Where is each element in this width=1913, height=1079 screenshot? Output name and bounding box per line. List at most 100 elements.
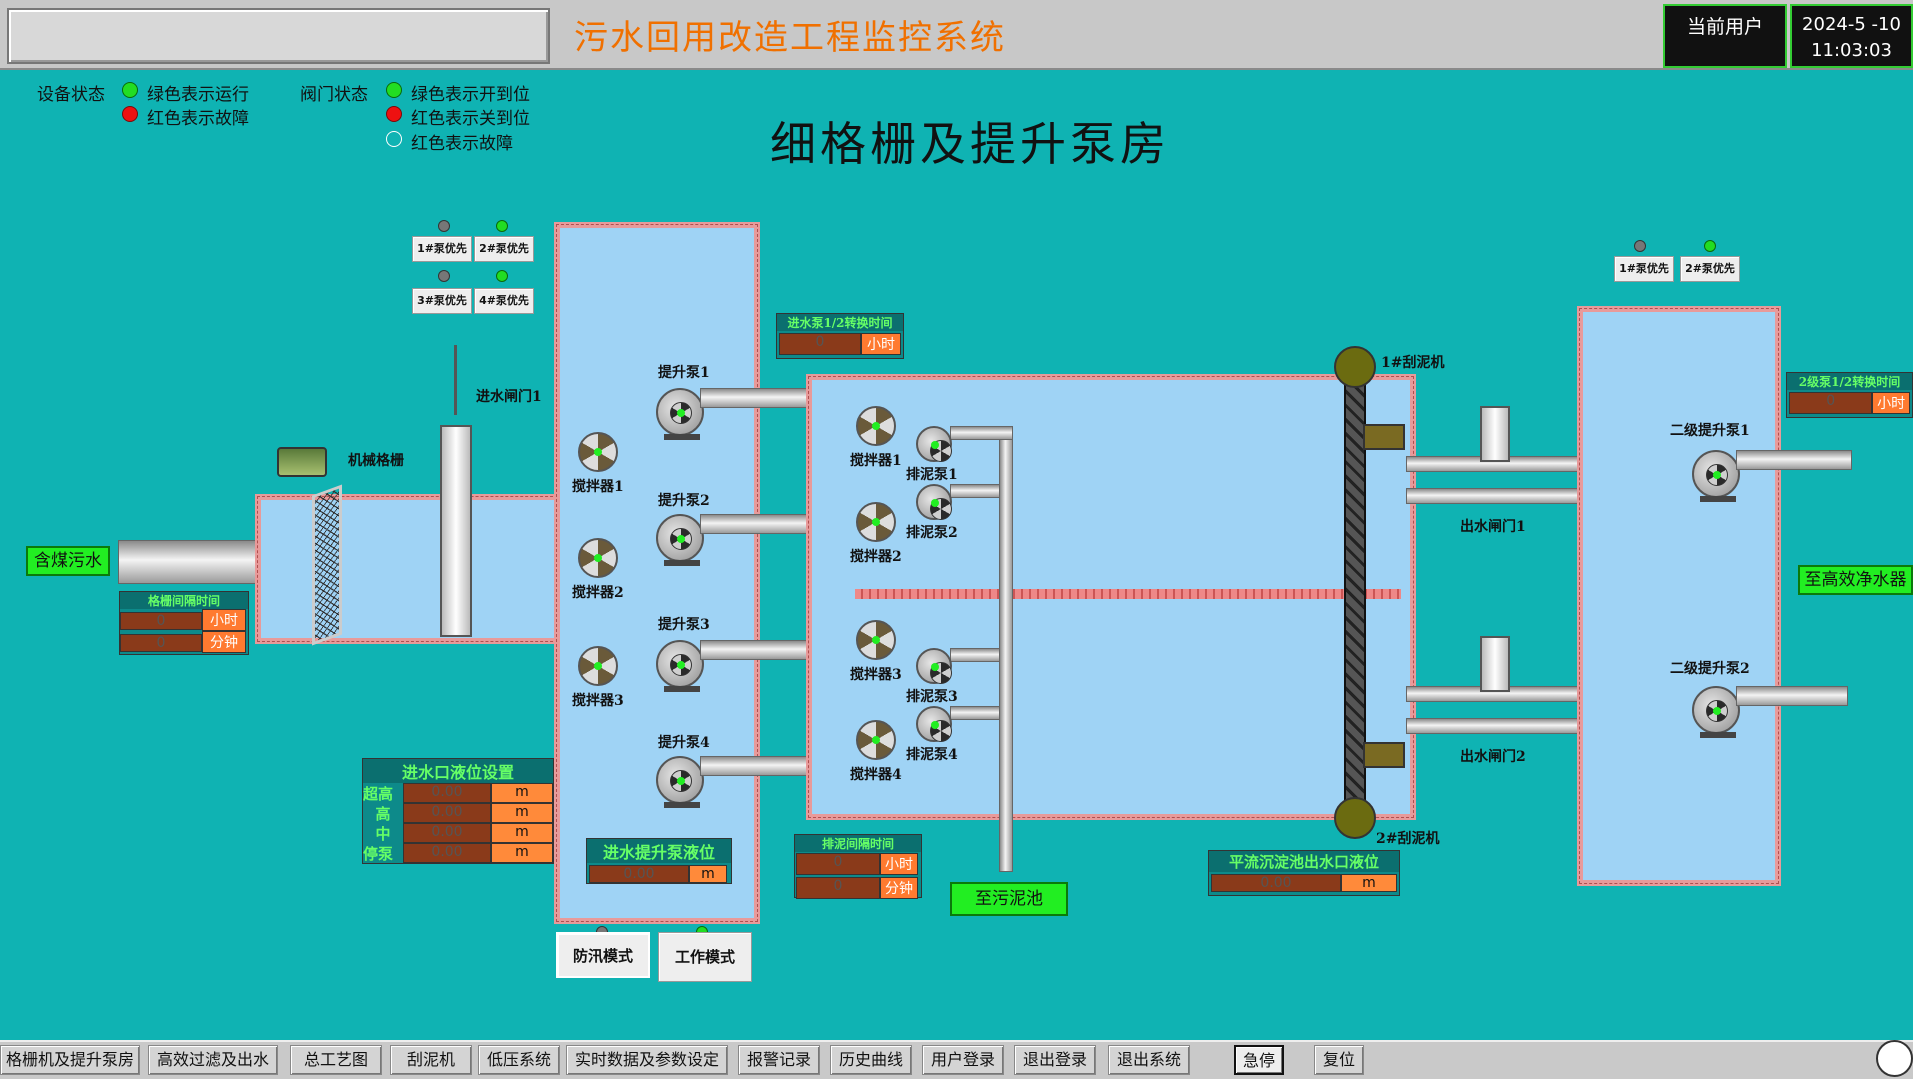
scraper-2-label: 2#刮泥机 — [1376, 831, 1440, 847]
clarifier-divider — [855, 589, 1401, 599]
mixer-mid-2-icon[interactable] — [856, 502, 896, 542]
nav-screen-pump[interactable]: 格栅机及提升泵房 — [0, 1045, 140, 1075]
flood-mode-button[interactable]: 防汛模式 — [556, 932, 650, 978]
sludge-pump-3-icon[interactable] — [916, 648, 952, 684]
mixer-mid-4-label: 搅拌器4 — [850, 767, 902, 783]
pump4-priority-button[interactable]: 4#泵优先 — [474, 288, 534, 314]
mixer-left-3-icon[interactable] — [578, 646, 618, 686]
screen-interval-hours-unit: 小时 — [202, 609, 246, 631]
sludge-pump-1-icon[interactable] — [916, 426, 952, 462]
lift-level-title: 进水提升泵液位 — [587, 839, 731, 863]
level-stop-unit: m — [491, 843, 553, 863]
screen-motor[interactable] — [277, 447, 327, 477]
lift-pump-1-icon[interactable] — [656, 388, 704, 440]
legend-valve-label: 阀门状态 — [300, 85, 368, 105]
stage2-pump-2-label: 二级提升泵2 — [1670, 661, 1750, 677]
lift-level-unit: m — [689, 865, 727, 883]
legend-valve-white-dot — [386, 131, 402, 147]
outlet-gate-1-label: 出水闸门1 — [1460, 519, 1526, 535]
reset-button[interactable]: 复位 — [1314, 1045, 1364, 1075]
legend-red-dot — [122, 106, 138, 122]
outlet-gate-2[interactable] — [1480, 636, 1510, 692]
s2-p1-indicator — [1634, 240, 1646, 252]
header-message-box — [7, 8, 550, 64]
nav-user-login[interactable]: 用户登录 — [922, 1045, 1004, 1075]
pump-switch-unit: 小时 — [861, 333, 901, 355]
mixer-mid-1-icon[interactable] — [856, 406, 896, 446]
stage2-pump2-priority-button[interactable]: 2#泵优先 — [1680, 256, 1740, 282]
outlet-gate-2-label: 出水闸门2 — [1460, 749, 1526, 765]
mixer-mid-3-icon[interactable] — [856, 620, 896, 660]
stage2-switch-value[interactable]: 0 — [1789, 392, 1873, 414]
sludge-pipe-1 — [950, 426, 1013, 440]
emergency-stop-button[interactable]: 急停 — [1234, 1045, 1284, 1075]
scraper-2-icon[interactable] — [1334, 797, 1376, 839]
sludge-interval-hours[interactable]: 0 — [796, 853, 880, 875]
pump-switch-value[interactable]: 0 — [779, 333, 861, 355]
clock-icon — [1876, 1040, 1913, 1077]
sludge-pump-4-icon[interactable] — [916, 706, 952, 742]
scraper-1-motor[interactable] — [1363, 424, 1405, 450]
pump1-priority-button[interactable]: 1#泵优先 — [412, 236, 472, 262]
lift-level-value[interactable]: 0.00 — [589, 865, 689, 883]
current-user[interactable]: 当前用户 — [1663, 4, 1787, 68]
nav-process-diagram[interactable]: 总工艺图 — [290, 1045, 382, 1075]
p1-indicator — [438, 220, 450, 232]
nav-filter-outlet[interactable]: 高效过滤及出水 — [148, 1045, 278, 1075]
lift-pump-2-icon[interactable] — [656, 514, 704, 566]
sludge-pump-2-icon[interactable] — [916, 484, 952, 520]
scraper-2-motor[interactable] — [1363, 742, 1405, 768]
mixer-left-2-icon[interactable] — [578, 538, 618, 578]
screen-label: 机械格栅 — [348, 453, 404, 469]
screen-interval-minutes[interactable]: 0 — [120, 634, 202, 652]
stage2-pump-1-icon[interactable] — [1692, 450, 1740, 502]
stage2-pump-2-icon[interactable] — [1692, 686, 1740, 738]
mixer-mid-4-icon[interactable] — [856, 720, 896, 760]
outlet-gate-1[interactable] — [1480, 406, 1510, 462]
outlet-pipe-1b — [1406, 488, 1586, 504]
mechanical-screen[interactable] — [312, 484, 342, 646]
nav-alarm-log[interactable]: 报警记录 — [738, 1045, 820, 1075]
pump3-priority-button[interactable]: 3#泵优先 — [412, 288, 472, 314]
nav-exit-system[interactable]: 退出系统 — [1108, 1045, 1190, 1075]
screen-interval-hours[interactable]: 0 — [120, 612, 202, 630]
legend-valve-green: 绿色表示开到位 — [411, 85, 530, 105]
stage2-pump1-priority-button[interactable]: 1#泵优先 — [1614, 256, 1674, 282]
level-superhigh-value[interactable]: 0.00 — [403, 783, 491, 803]
legend-device-green: 绿色表示运行 — [147, 85, 249, 105]
level-stop-value[interactable]: 0.00 — [403, 843, 491, 863]
nav-scraper[interactable]: 刮泥机 — [390, 1045, 472, 1075]
legend-green-dot — [122, 82, 138, 98]
level-high-value[interactable]: 0.00 — [403, 803, 491, 823]
clarifier-level-value[interactable]: 0.00 — [1211, 874, 1341, 892]
level-mid-value[interactable]: 0.00 — [403, 823, 491, 843]
sludge-interval-minutes-unit: 分钟 — [880, 877, 918, 899]
lift-pump-4-pipe — [700, 756, 815, 776]
lift-pump-3-icon[interactable] — [656, 640, 704, 692]
lift-pump-4-icon[interactable] — [656, 756, 704, 808]
lift-pump-2-label: 提升泵2 — [658, 493, 710, 509]
lift-pump-2-pipe — [700, 514, 815, 534]
nav-logout[interactable]: 退出登录 — [1014, 1045, 1096, 1075]
nav-realtime-data[interactable]: 实时数据及参数设定 — [566, 1045, 728, 1075]
mixer-mid-2-label: 搅拌器2 — [850, 549, 902, 565]
sludge-pipe-3 — [950, 648, 1000, 662]
work-mode-button[interactable]: 工作模式 — [658, 932, 752, 982]
nav-history-trend[interactable]: 历史曲线 — [830, 1045, 912, 1075]
inlet-level-title: 进水口液位设置 — [363, 759, 553, 783]
nav-low-voltage[interactable]: 低压系统 — [478, 1045, 560, 1075]
scraper-1-icon[interactable] — [1334, 346, 1376, 388]
inlet-gate[interactable] — [440, 425, 472, 637]
sludge-interval-minutes[interactable]: 0 — [796, 877, 880, 899]
lift-pump-3-label: 提升泵3 — [658, 617, 710, 633]
lift-pump-4-label: 提升泵4 — [658, 735, 710, 751]
mixer-left-1-icon[interactable] — [578, 432, 618, 472]
lift-pump-3-pipe — [700, 640, 815, 660]
lift-pump-1-label: 提升泵1 — [658, 365, 710, 381]
p3-indicator — [438, 270, 450, 282]
pump2-priority-button[interactable]: 2#泵优先 — [474, 236, 534, 262]
